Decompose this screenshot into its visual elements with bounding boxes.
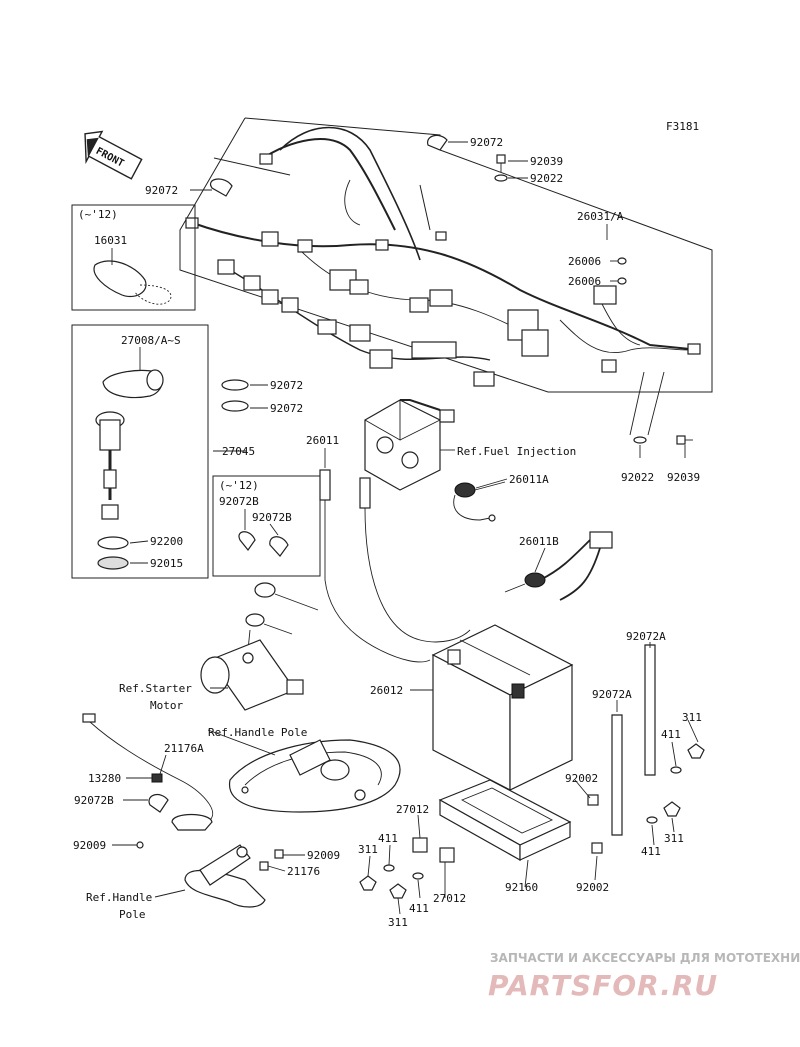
- label-26006-a: 26006: [568, 255, 601, 268]
- label-21176: 21176: [287, 865, 320, 878]
- label-92015: 92015: [150, 557, 183, 570]
- label-92072B-a: 92072B: [219, 495, 259, 508]
- label-92160: 92160: [505, 881, 538, 894]
- label-411-r2: 411: [641, 845, 661, 858]
- label-ref-starter: Ref.Starter: [119, 682, 192, 695]
- label-26031: 26031/A: [577, 210, 624, 223]
- label-92022-top: 92022: [530, 172, 563, 185]
- battery-straps: [587, 644, 705, 854]
- label-26011A: 26011A: [509, 473, 549, 486]
- handle-pole-bracket: [184, 844, 284, 908]
- label-12-lower: (~'12): [219, 479, 259, 492]
- label-311-r1: 311: [682, 711, 702, 724]
- label-ref-fuel-injection: Ref.Fuel Injection: [457, 445, 576, 458]
- cable-26011: [319, 469, 471, 663]
- label-26012: 26012: [370, 684, 403, 697]
- battery-26012: [431, 624, 574, 791]
- label-21176A: 21176A: [164, 742, 204, 755]
- label-13280: 13280: [88, 772, 121, 785]
- label-92002-a: 92002: [565, 772, 598, 785]
- label-92200: 92200: [150, 535, 183, 548]
- main-harness-group: [179, 117, 713, 393]
- label-ref-handle-pole-top: Ref.Handle Pole: [208, 726, 307, 739]
- label-92009-mid: 92009: [307, 849, 340, 862]
- label-12-upper: (~'12): [78, 208, 118, 221]
- callout-labels: 92072 92039 92022 26031/A 26006 26006 92…: [73, 136, 702, 929]
- label-92072-top: 92072: [470, 136, 503, 149]
- label-411-r1: 411: [661, 728, 681, 741]
- label-27012-top: 27012: [396, 803, 429, 816]
- leader-lines: [111, 141, 699, 915]
- ignition-switch-box: [71, 324, 209, 579]
- battery-terminals: [359, 837, 455, 899]
- label-311-c1: 311: [358, 843, 378, 856]
- label-16031: 16031: [94, 234, 127, 247]
- watermark-tagline: ЗАПЧАСТИ И АКСЕССУАРЫ ДЛЯ МОТОТЕХНИКИ: [490, 951, 800, 965]
- starter-motor: [200, 639, 304, 711]
- fuel-injection-relay: [364, 399, 455, 491]
- battery-case-92160: [438, 779, 572, 862]
- label-92022-right: 92022: [621, 471, 654, 484]
- label-92072-mid2: 92072: [270, 402, 303, 415]
- label-411-c1: 411: [378, 832, 398, 845]
- starter-cables: [245, 582, 319, 651]
- clip-92072-mid1: [221, 379, 249, 391]
- label-92072-left: 92072: [145, 184, 178, 197]
- label-26006-b: 26006: [568, 275, 601, 288]
- label-92072A-top: 92072A: [626, 630, 666, 643]
- label-92002-b: 92002: [576, 881, 609, 894]
- clip-92072-left: [209, 178, 233, 197]
- cable-26011A: [453, 481, 506, 522]
- cable-26011B: [504, 531, 613, 601]
- label-26011B: 26011B: [519, 535, 559, 548]
- label-motor: Motor: [150, 699, 183, 712]
- label-311-c2: 311: [388, 916, 408, 929]
- clip-92072-mid2: [221, 400, 249, 412]
- bolt-92039-top: [496, 154, 506, 172]
- label-92039-top: 92039: [530, 155, 563, 168]
- harness-connectors: [185, 153, 701, 387]
- label-311-r2: 311: [664, 832, 684, 845]
- label-92072B-left: 92072B: [74, 794, 114, 807]
- watermark-logo: PARTSFOR.RU: [488, 969, 718, 1002]
- label-92072A-mid: 92072A: [592, 688, 632, 701]
- label-ref-handle: Ref.Handle: [86, 891, 152, 904]
- handle-pole-assembly: [229, 739, 401, 813]
- label-26011: 26011: [306, 434, 339, 447]
- label-pole: Pole: [119, 908, 146, 921]
- bolt-92039-right: [676, 435, 693, 445]
- label-411-c2: 411: [409, 902, 429, 915]
- cable-21176A: [82, 713, 214, 849]
- clip-92072B-box: [212, 475, 321, 577]
- key-lanyard-box: [71, 204, 196, 311]
- label-92072B-b: 92072B: [252, 511, 292, 524]
- front-arrow-icon: FRONT: [84, 130, 143, 180]
- label-92009-left: 92009: [73, 839, 106, 852]
- label-27045: 27045: [222, 445, 255, 458]
- label-27008: 27008/A~S: [121, 334, 181, 347]
- label-92072-mid1: 92072: [270, 379, 303, 392]
- label-27012-bot: 27012: [433, 892, 466, 905]
- figure-code: F3181: [666, 120, 699, 133]
- label-92039-right: 92039: [667, 471, 700, 484]
